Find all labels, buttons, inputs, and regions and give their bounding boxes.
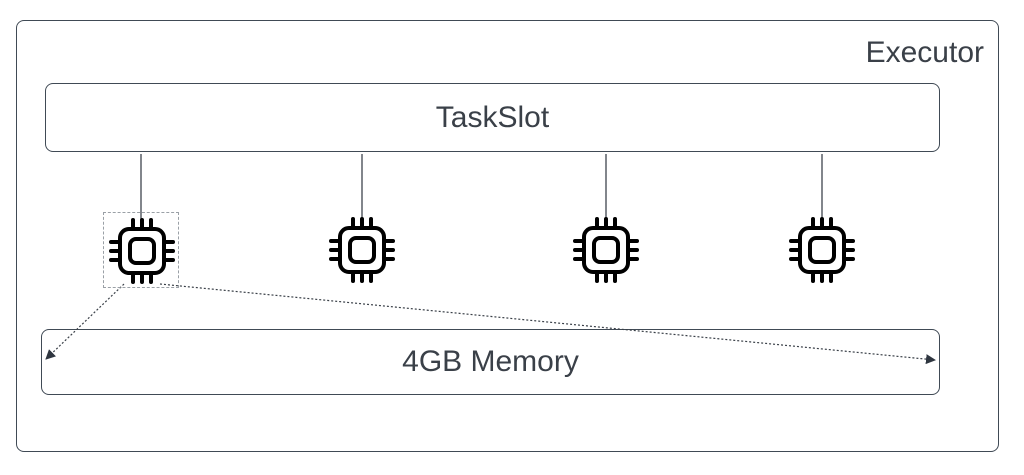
cpu-core-2[interactable] <box>324 212 400 288</box>
cpu-core-4[interactable] <box>784 212 860 288</box>
cpu-chip-icon <box>329 217 395 283</box>
cpu-chip-icon <box>573 217 639 283</box>
memory-box: 4GB Memory <box>41 329 940 395</box>
cpu-chip-icon <box>789 217 855 283</box>
cpu-core-1[interactable] <box>103 212 179 288</box>
cpu-core-3[interactable] <box>568 212 644 288</box>
memory-label: 4GB Memory <box>402 345 579 378</box>
executor-label: Executor <box>865 36 984 69</box>
cpu-chip-icon <box>109 218 175 284</box>
taskslot-box: TaskSlot <box>45 83 940 152</box>
executor-container <box>16 20 999 452</box>
taskslot-label: TaskSlot <box>435 100 550 134</box>
